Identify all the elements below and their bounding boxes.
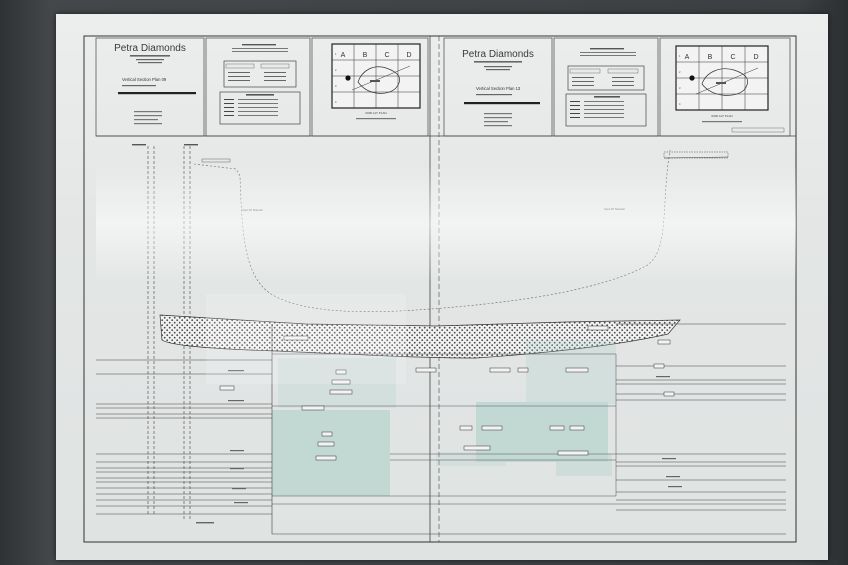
left-section-subtitle bbox=[122, 85, 156, 87]
left-grid-number-3: 3 bbox=[335, 84, 337, 88]
mine-section-drawing-sheet: Petra Diamonds Vertical Section Plan 09 bbox=[56, 14, 828, 560]
right-section-title: Vertical Section Plan 13 bbox=[476, 86, 521, 91]
title-block-cells bbox=[95, 37, 791, 137]
left-notes bbox=[134, 111, 162, 125]
left-section-title: Vertical Section Plan 09 bbox=[122, 77, 167, 82]
left-grid-letter-d: D bbox=[406, 52, 411, 59]
right-plan-subcaption bbox=[702, 121, 742, 123]
left-grid-number-2: 2 bbox=[335, 68, 337, 72]
level-lines-right bbox=[616, 323, 786, 511]
right-grid-letter-c: C bbox=[730, 54, 735, 61]
right-grid-number-4: 4 bbox=[679, 102, 681, 106]
pipe-outline bbox=[272, 353, 617, 496]
right-grid-letter-b: B bbox=[708, 54, 713, 61]
right-plan-caption: 0000 ALT PLAN bbox=[711, 114, 732, 118]
right-key-plan bbox=[675, 45, 769, 111]
left-brand-subtext bbox=[130, 55, 170, 64]
pit-rim-right bbox=[663, 156, 729, 159]
drawing-border bbox=[83, 35, 797, 543]
left-plan-subcaption bbox=[356, 118, 396, 120]
right-grid-letter-d: D bbox=[753, 54, 758, 61]
left-grid-letter-b: B bbox=[363, 52, 368, 59]
right-grid-number-1: 1 bbox=[679, 54, 681, 58]
left-brand-title: Petra Diamonds bbox=[114, 43, 186, 54]
pit-top-label bbox=[731, 127, 785, 133]
right-grid-number-3: 3 bbox=[679, 86, 681, 90]
right-brand-subtext bbox=[474, 61, 522, 71]
right-grid-number-2: 2 bbox=[679, 70, 681, 74]
drawing-svg: Petra Diamonds Vertical Section Plan 09 bbox=[83, 35, 797, 543]
left-grid-number-1: 1 bbox=[335, 52, 337, 56]
right-brand-title: Petra Diamonds bbox=[462, 49, 534, 60]
glare-patch bbox=[206, 294, 406, 384]
right-legend bbox=[565, 48, 647, 127]
left-plan-caption: 0000 ALT PLAN bbox=[365, 111, 386, 115]
left-key-plan bbox=[331, 43, 421, 109]
section-base-outline bbox=[271, 324, 786, 535]
shaft-head-labels bbox=[132, 144, 231, 163]
left-grid-number-4: 4 bbox=[335, 100, 337, 104]
left-scale-bar bbox=[118, 92, 196, 95]
left-grid-letter-c: C bbox=[384, 52, 389, 59]
kimberlite-ore-body bbox=[159, 314, 681, 359]
right-notes bbox=[484, 113, 512, 127]
right-grid-letter-a: A bbox=[685, 54, 690, 61]
left-grid-letter-a: A bbox=[341, 52, 346, 59]
right-scale-bar bbox=[464, 102, 540, 105]
boxed-level-labels bbox=[219, 325, 675, 461]
left-legend bbox=[219, 44, 301, 125]
lamination-glare bbox=[96, 164, 796, 284]
right-section-subtitle bbox=[476, 94, 512, 96]
level-tick-labels bbox=[196, 370, 682, 524]
